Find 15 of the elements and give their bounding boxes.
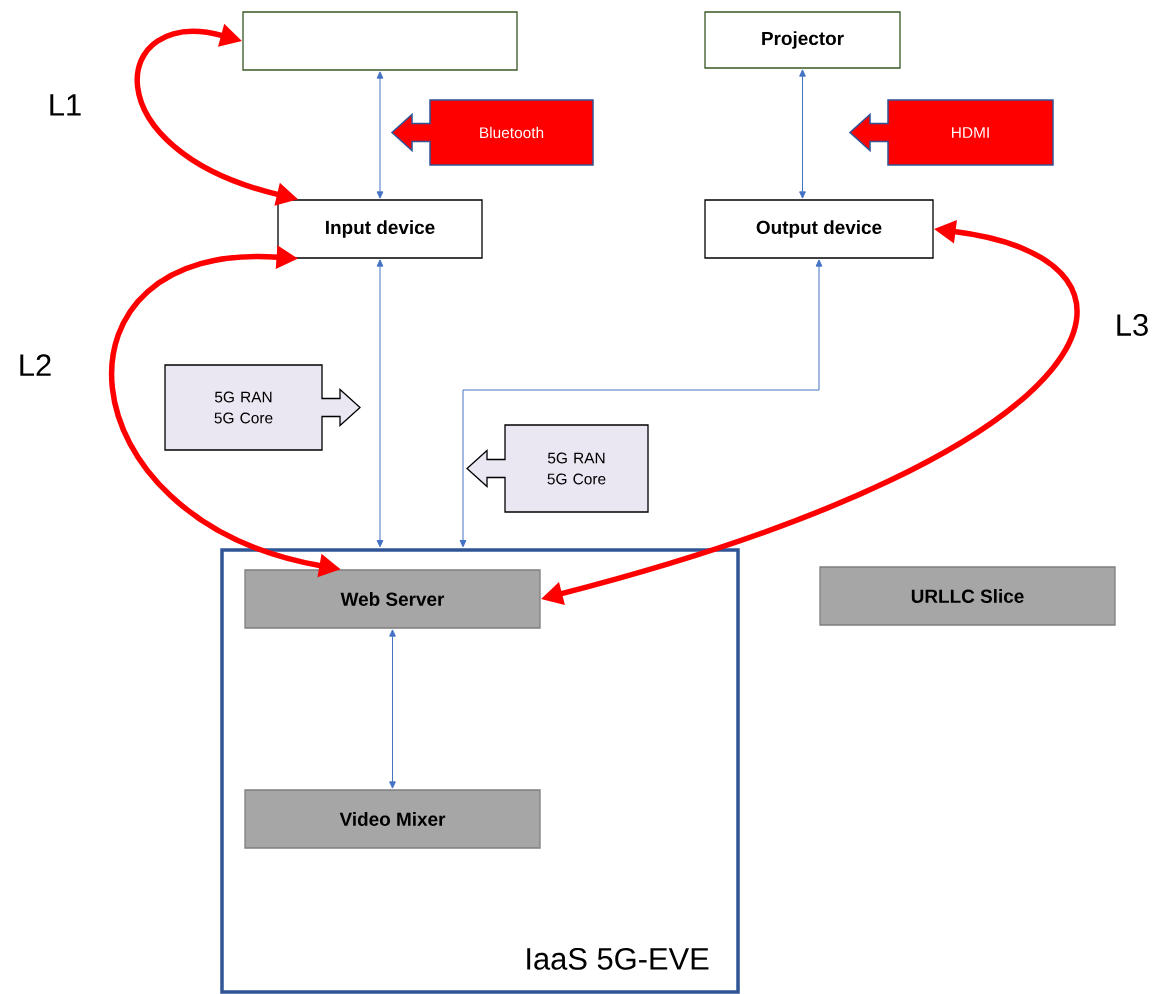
- server-box: Video Mixer: [244, 789, 541, 849]
- arrow: [376, 259, 384, 548]
- server-box: Web Server: [244, 569, 541, 629]
- edge-label: L2: [20, 354, 51, 376]
- edge-label: L3: [1117, 314, 1148, 336]
- server-box: URLLC Slice: [819, 566, 1116, 626]
- device-box: Input device: [277, 199, 483, 259]
- arrow: [459, 259, 823, 548]
- device-box: [242, 11, 518, 71]
- edge-label: L1: [50, 94, 81, 116]
- device-box: Output device: [704, 199, 934, 259]
- device-box: Projector: [704, 11, 901, 69]
- arrow: [376, 71, 384, 199]
- arrow: [799, 69, 806, 199]
- arrow: [389, 629, 396, 789]
